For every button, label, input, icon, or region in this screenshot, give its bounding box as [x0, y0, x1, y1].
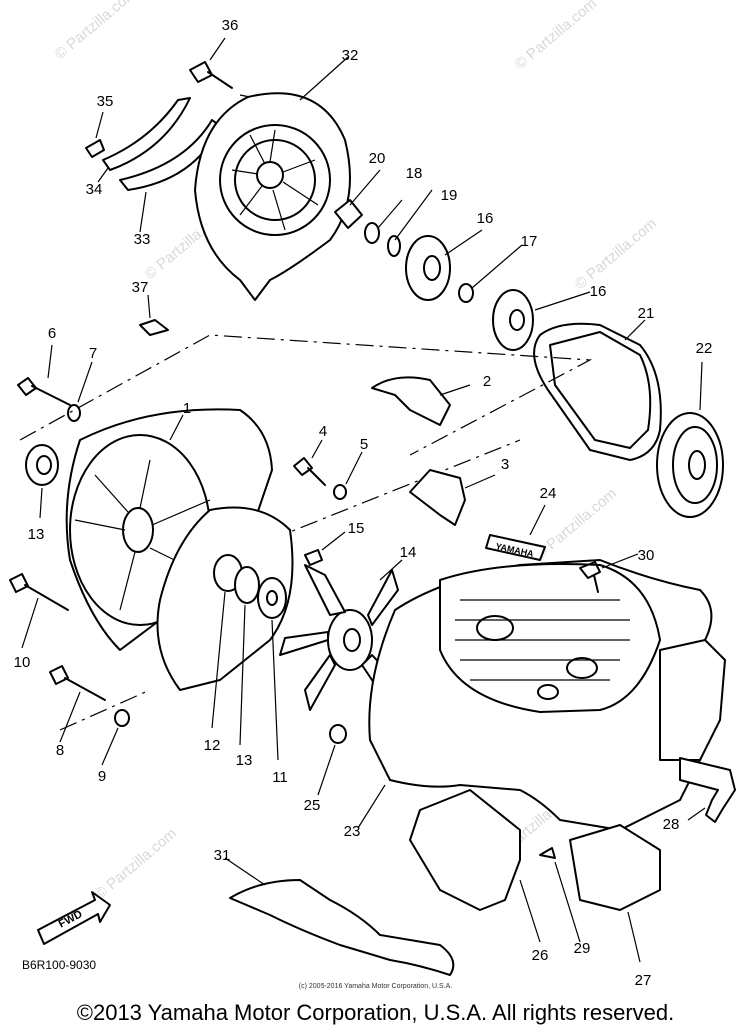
callout-15: 15: [348, 520, 365, 537]
callout-34: 34: [86, 181, 103, 198]
callout-12: 12: [204, 737, 221, 754]
callout-6: 6: [48, 325, 56, 342]
callout-26: 26: [532, 947, 549, 964]
part-13-bearing: [25, 444, 59, 519]
callout-13b: 13: [236, 752, 253, 769]
callout-13: 13: [28, 526, 45, 543]
callout-19: 19: [441, 187, 458, 204]
part-3-bracket: [409, 469, 496, 526]
callout-7: 7: [89, 345, 97, 362]
callout-labels: 36 35 32 20 18 19 16 17 16 34 33 37 6 7 …: [14, 17, 713, 989]
part-30-screw: [579, 553, 639, 593]
callout-28: 28: [663, 816, 680, 833]
callout-16: 16: [477, 210, 494, 227]
small-copyright: (c) 2005-2016 Yamaha Motor Corporation, …: [298, 983, 453, 990]
callout-25: 25: [304, 797, 321, 814]
callout-32: 32: [342, 47, 359, 64]
part-25-clip: [317, 724, 347, 796]
callout-14: 14: [400, 544, 417, 561]
callout-21: 21: [638, 305, 655, 322]
callout-4: 4: [319, 423, 327, 440]
callout-16b: 16: [590, 283, 607, 300]
callout-35: 35: [97, 93, 114, 110]
callout-33: 33: [134, 231, 151, 248]
shaft-parts: [334, 169, 591, 351]
part-34-strip: [97, 97, 191, 183]
fan-plate: [156, 506, 294, 691]
callout-2: 2: [483, 373, 491, 390]
part-32-cover: [194, 56, 351, 301]
callout-18: 18: [406, 165, 423, 182]
part-27-block: [569, 824, 661, 963]
watermark: © Partzilla.com: [572, 215, 660, 293]
part-29-pin: [539, 847, 581, 943]
part-15-key: [304, 531, 346, 566]
part-26-panel: [409, 789, 541, 943]
watermark: © Partzilla.com: [92, 825, 180, 903]
callout-27: 27: [635, 972, 652, 989]
part-37-clip: [139, 294, 169, 336]
watermark: © Partzilla.com: [52, 0, 140, 63]
callout-36: 36: [222, 17, 239, 34]
part-36-bolt: [189, 37, 233, 89]
callout-24: 24: [540, 485, 557, 502]
part-4-bolt: [293, 439, 326, 486]
callout-10: 10: [14, 654, 31, 671]
part-code: B6R100-9030: [22, 958, 97, 972]
part-24-nameplate: YAMAHA: [485, 504, 546, 561]
part-35-screw: [85, 111, 105, 158]
part-31-guard: [224, 857, 455, 976]
part-13-bearing-b: [234, 566, 260, 746]
part-6-bolt: [17, 344, 71, 406]
callout-31: 31: [214, 847, 231, 864]
part-5-washer: [333, 451, 363, 500]
part-22-pulley: [656, 361, 724, 518]
callout-1: 1: [183, 400, 191, 417]
callout-20: 20: [369, 150, 386, 167]
part-11-bearing: [257, 577, 287, 761]
part-8-bolt: [49, 665, 106, 743]
part-7-washer: [67, 361, 93, 422]
part-10-bolt: [9, 573, 69, 649]
part-2-cover: [371, 376, 471, 426]
callout-5: 5: [360, 436, 368, 453]
callout-11: 11: [272, 769, 288, 786]
part-9-washer: [101, 709, 130, 766]
callout-37: 37: [132, 279, 149, 296]
callout-22: 22: [696, 340, 713, 357]
callout-3: 3: [501, 456, 509, 473]
copyright-notice: ©2013 Yamaha Motor Corporation, U.S.A. A…: [76, 1000, 675, 1025]
callout-23: 23: [344, 823, 361, 840]
part-21-belt: [533, 319, 662, 461]
callout-17: 17: [521, 233, 538, 250]
callout-9: 9: [98, 768, 106, 785]
watermark: © Partzilla.com: [512, 0, 600, 73]
part-23-shroud: [357, 559, 726, 831]
part-28-handle: [679, 757, 736, 823]
callout-29: 29: [574, 940, 591, 957]
callout-30: 30: [638, 547, 655, 564]
fwd-arrow-icon: FWD: [37, 891, 111, 945]
callout-8: 8: [56, 742, 64, 759]
